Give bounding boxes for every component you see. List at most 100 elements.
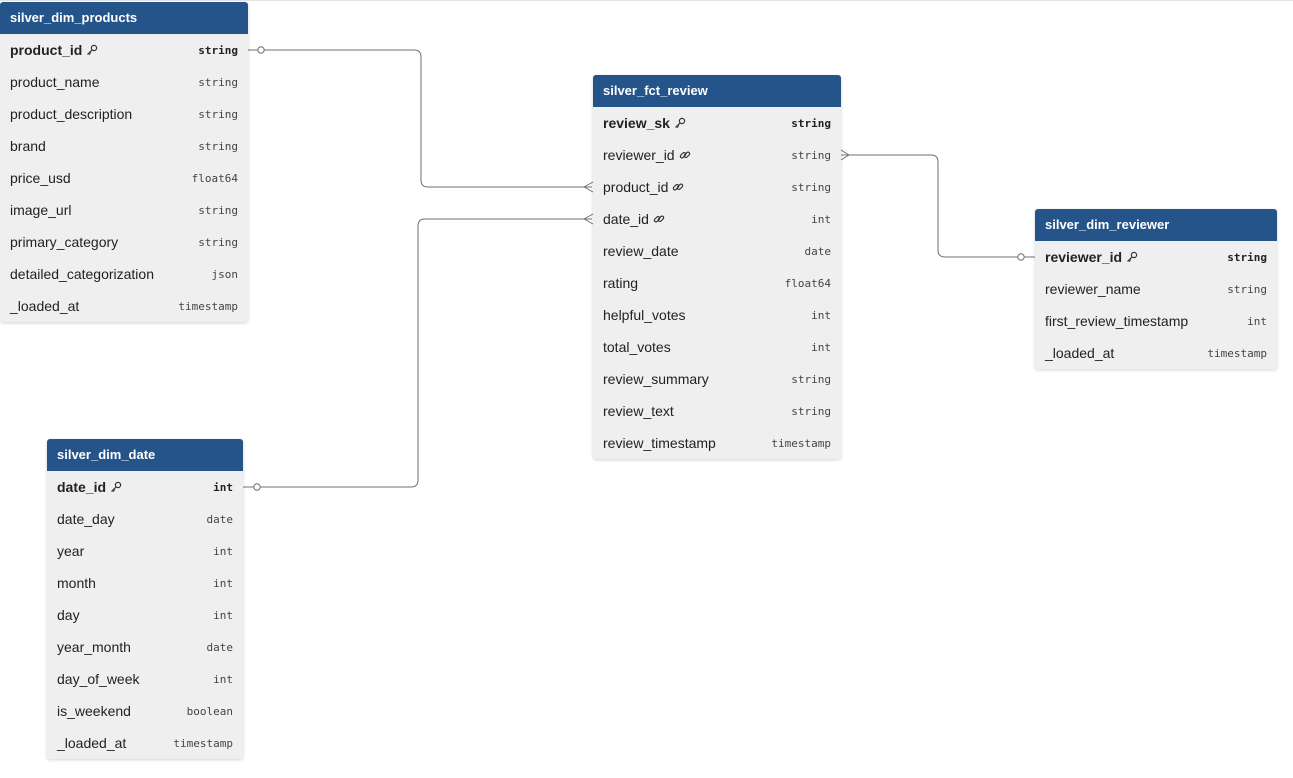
column-row[interactable]: _loaded_at timestamp xyxy=(1035,337,1277,369)
column-name: _loaded_at xyxy=(10,298,79,314)
table-title[interactable]: silver_fct_review xyxy=(593,75,841,107)
column-name: first_review_timestamp xyxy=(1045,313,1188,329)
column-row[interactable]: _loaded_at timestamp xyxy=(47,727,243,759)
column-name-text: year_month xyxy=(57,639,131,655)
crowfoot-date-id xyxy=(583,213,594,225)
column-type: int xyxy=(213,544,233,558)
column-type: int xyxy=(811,340,831,354)
column-name: image_url xyxy=(10,202,71,218)
column-name: price_usd xyxy=(10,170,71,186)
column-type: boolean xyxy=(186,704,233,718)
column-name-text: reviewer_id xyxy=(1045,249,1123,265)
column-type: string xyxy=(198,203,238,217)
one-marker-reviewer-id xyxy=(1017,253,1025,261)
column-type: string xyxy=(791,404,831,418)
column-row[interactable]: product_name string xyxy=(0,66,248,98)
table-title[interactable]: silver_dim_date xyxy=(47,439,243,471)
column-name-text: date_id xyxy=(603,211,649,227)
table-title[interactable]: silver_dim_reviewer xyxy=(1035,209,1277,241)
column-name: reviewer_name xyxy=(1045,281,1141,297)
column-type: int xyxy=(213,576,233,590)
column-name: date_id xyxy=(603,211,665,227)
column-name-text: rating xyxy=(603,275,639,291)
column-type: float64 xyxy=(191,171,238,185)
column-type: date xyxy=(206,512,234,526)
column-name: date_day xyxy=(57,511,115,527)
column-row[interactable]: rating float64 xyxy=(593,267,841,299)
column-row[interactable]: detailed_categorization json xyxy=(0,258,248,290)
column-type: json xyxy=(211,267,239,281)
column-row[interactable]: image_url string xyxy=(0,194,248,226)
column-name: review_sk xyxy=(603,115,686,131)
column-name-text: review_timestamp xyxy=(603,435,716,451)
column-name: _loaded_at xyxy=(1045,345,1114,361)
column-name-text: price_usd xyxy=(10,170,71,186)
column-type: string xyxy=(198,235,238,249)
column-name-text: product_name xyxy=(10,74,100,90)
column-row[interactable]: reviewer_name string xyxy=(1035,273,1277,305)
column-row[interactable]: first_review_timestamp int xyxy=(1035,305,1277,337)
column-name: product_name xyxy=(10,74,100,90)
column-type: int xyxy=(1247,314,1267,328)
column-type: string xyxy=(198,75,238,89)
column-type: string xyxy=(791,148,831,162)
column-type: timestamp xyxy=(1207,346,1267,360)
column-name-text: is_weekend xyxy=(57,703,131,719)
table-title[interactable]: silver_dim_products xyxy=(0,2,248,34)
column-name-text: brand xyxy=(10,138,46,154)
column-name: _loaded_at xyxy=(57,735,126,751)
column-name: product_description xyxy=(10,106,132,122)
column-type: string xyxy=(1227,282,1267,296)
column-name: year xyxy=(57,543,84,559)
column-row[interactable]: product_description string xyxy=(0,98,248,130)
column-type: string xyxy=(198,107,238,121)
column-type: string xyxy=(198,43,238,57)
column-name-text: _loaded_at xyxy=(57,735,127,751)
crowfoot-product-id xyxy=(583,181,594,193)
column-name: review_text xyxy=(603,403,674,419)
column-row[interactable]: year int xyxy=(47,535,243,567)
key-icon xyxy=(86,44,98,56)
column-row[interactable]: is_weekend boolean xyxy=(47,695,243,727)
link-icon xyxy=(672,181,684,193)
column-row[interactable]: price_usd float64 xyxy=(0,162,248,194)
column-name-text: review_sk xyxy=(603,115,670,131)
key-icon xyxy=(1126,251,1138,263)
column-name-text: product_description xyxy=(10,106,133,122)
link-date-to-review xyxy=(243,218,592,488)
column-name-text: reviewer_name xyxy=(1045,281,1141,297)
column-name: is_weekend xyxy=(57,703,131,719)
column-type: timestamp xyxy=(173,736,233,750)
column-type: int xyxy=(213,608,233,622)
column-row[interactable]: date_day date xyxy=(47,503,243,535)
column-name: detailed_categorization xyxy=(10,266,154,282)
column-row[interactable]: review_text string xyxy=(593,395,841,427)
column-name-text: date_day xyxy=(57,511,115,527)
column-type: float64 xyxy=(784,276,831,290)
column-name: review_summary xyxy=(603,371,709,387)
